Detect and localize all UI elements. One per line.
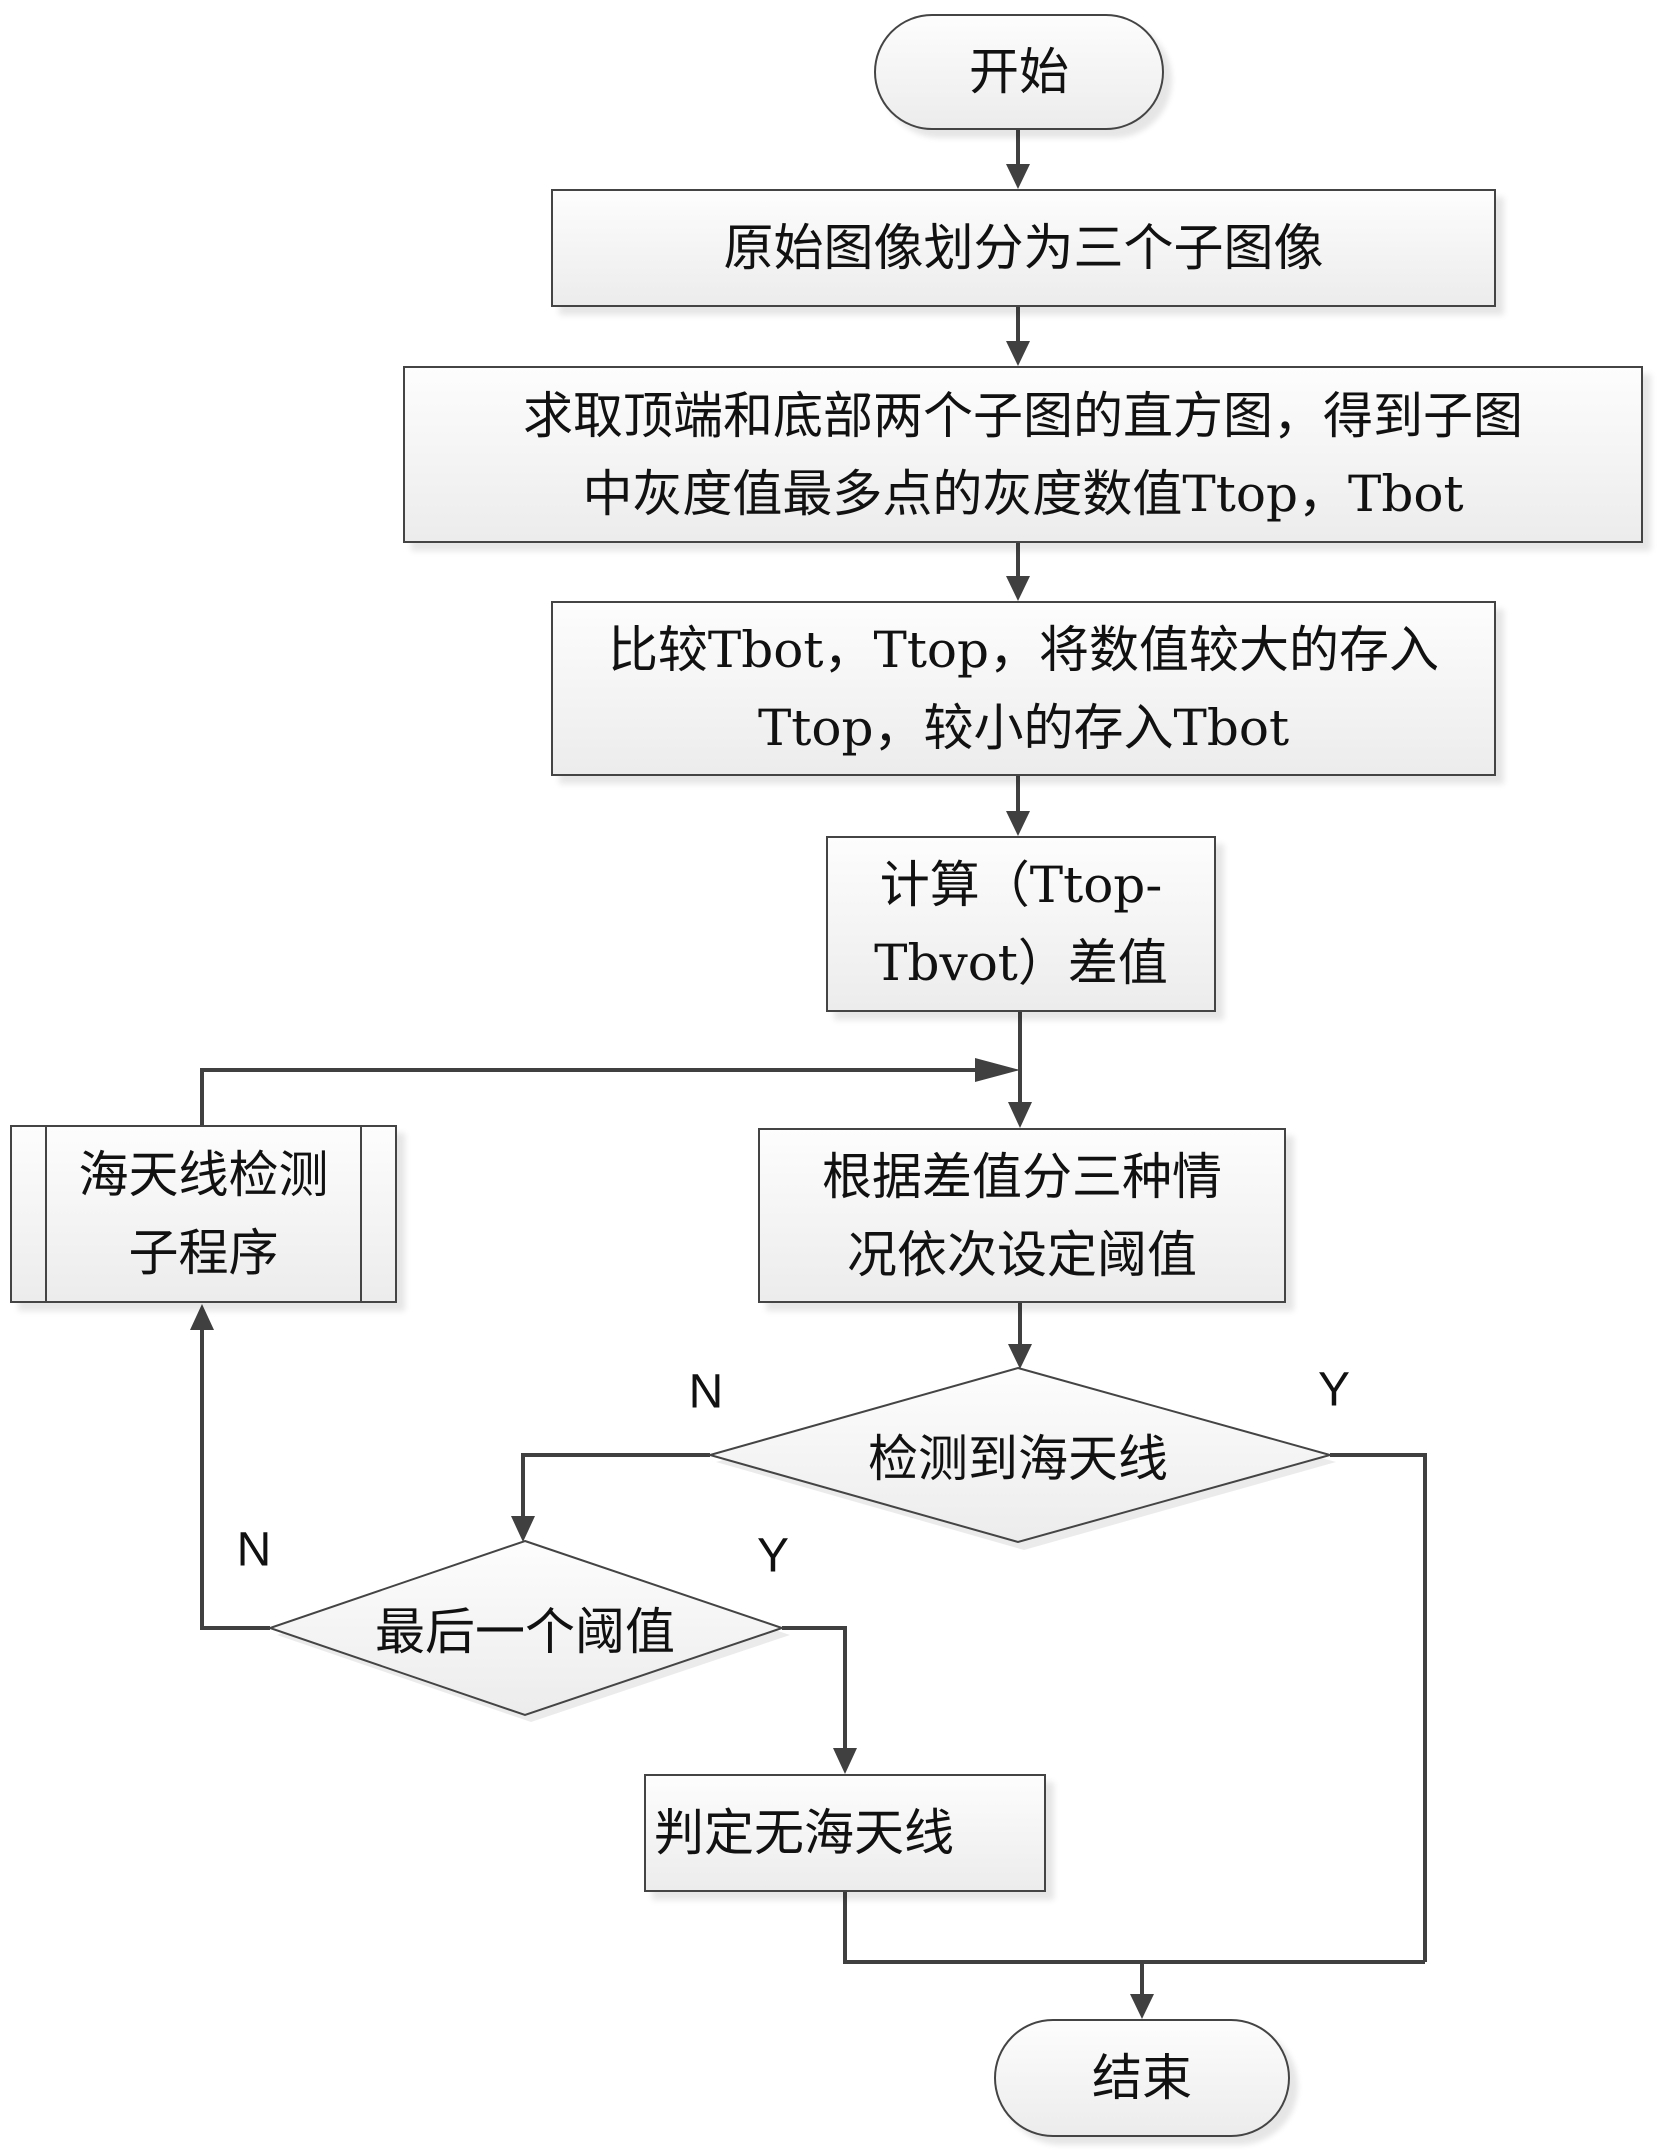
- process-split: 原始图像划分为三个子图像: [551, 189, 1496, 307]
- histogram-line1: 求取顶端和底部两个子图的直方图，得到子图: [523, 377, 1523, 455]
- arrowhead-icon: [1008, 1344, 1032, 1369]
- decision-detected-text: 检测到海天线: [868, 1419, 1168, 1491]
- start-text: 开始: [969, 33, 1069, 111]
- threshold-line2: 况依次设定阈值: [847, 1216, 1197, 1294]
- process-diff: 计算（Ttop- Tbvot）差值: [826, 836, 1216, 1012]
- label-detected-no: N: [689, 1365, 724, 1420]
- start-terminal: 开始: [874, 14, 1164, 130]
- none-text: 判定无海天线: [654, 1794, 954, 1872]
- arrowhead-icon: [1006, 164, 1030, 189]
- edge-subroutine-merge: [202, 1070, 1000, 1125]
- process-none: 判定无海天线: [644, 1774, 1046, 1892]
- subroutine-line1: 海天线检测: [79, 1136, 329, 1214]
- process-threshold: 根据差值分三种情 况依次设定阈值: [758, 1128, 1286, 1303]
- arrowhead-icon: [1130, 1994, 1154, 2019]
- arrowhead-icon: [1006, 811, 1030, 836]
- histogram-line2: 中灰度值最多点的灰度数值Ttop，Tbot: [582, 455, 1463, 533]
- compare-line1: 比较Tbot，Ttop，将数值较大的存入: [608, 611, 1439, 689]
- decision-last-text: 最后一个阈值: [375, 1592, 675, 1664]
- arrowhead-icon: [1008, 1102, 1032, 1128]
- end-terminal: 结束: [994, 2019, 1290, 2137]
- edge-none-join: [845, 1892, 1425, 1962]
- label-detected-yes: Y: [1318, 1363, 1350, 1418]
- subroutine-line2: 子程序: [129, 1214, 279, 1292]
- predefined-process-subroutine: 海天线检测 子程序: [10, 1125, 397, 1303]
- arrowhead-icon: [1006, 576, 1030, 601]
- subroutine-left-bar: [45, 1127, 47, 1301]
- arrowhead-icon: [833, 1748, 857, 1774]
- process-histogram: 求取顶端和底部两个子图的直方图，得到子图 中灰度值最多点的灰度数值Ttop，Tb…: [403, 366, 1643, 543]
- arrowhead-icon: [190, 1304, 214, 1330]
- process-compare: 比较Tbot，Ttop，将数值较大的存入 Ttop，较小的存入Tbot: [551, 601, 1496, 776]
- threshold-line1: 根据差值分三种情: [822, 1138, 1222, 1216]
- split-text: 原始图像划分为三个子图像: [724, 209, 1324, 287]
- arrowhead-icon: [1006, 341, 1030, 366]
- label-last-yes: Y: [757, 1529, 789, 1584]
- label-last-no: N: [237, 1523, 272, 1578]
- compare-line2: Ttop，较小的存入Tbot: [758, 689, 1289, 767]
- subroutine-right-bar: [360, 1127, 362, 1301]
- end-text: 结束: [1092, 2039, 1192, 2117]
- arrowhead-icon: [511, 1516, 535, 1542]
- edge-last-yes: [782, 1628, 845, 1752]
- edge-detected-yes: [1330, 1455, 1425, 1962]
- edge-last-no: [202, 1325, 270, 1628]
- diff-line1: 计算（Ttop-: [880, 846, 1162, 924]
- edge-detected-no: [523, 1455, 710, 1520]
- arrowhead-icon: [975, 1058, 1020, 1082]
- diff-line2: Tbvot）差值: [874, 924, 1168, 1002]
